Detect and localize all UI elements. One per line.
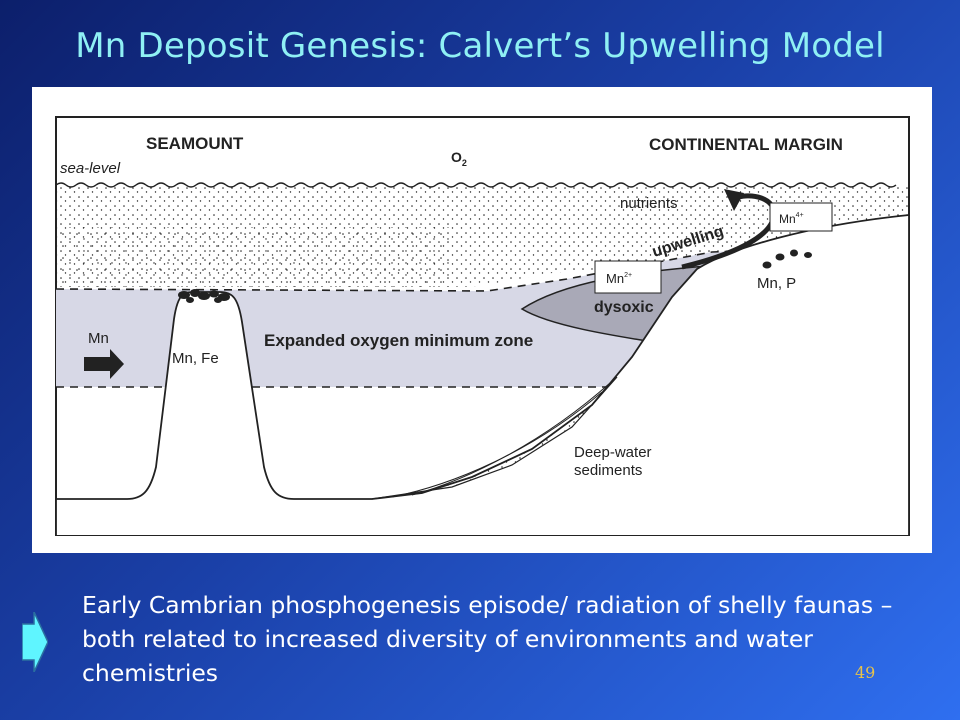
seafloor-profile xyxy=(56,214,909,535)
label-deep-water-1: Deep-water xyxy=(574,444,652,461)
label-deep-water-2: sediments xyxy=(574,462,642,479)
label-sea-level: sea-level xyxy=(60,160,121,177)
label-mn-p: Mn, P xyxy=(757,275,796,292)
surface-water-stipple-lower xyxy=(56,227,452,287)
slide-title: Mn Deposit Genesis: Calvert’s Upwelling … xyxy=(75,26,885,66)
label-continental-margin: CONTINENTAL MARGIN xyxy=(649,135,843,154)
mn2-box xyxy=(594,260,662,294)
label-mn4: Mn4+ xyxy=(779,212,804,226)
label-seamount: SEAMOUNT xyxy=(146,134,244,153)
seamount-nodules xyxy=(178,289,230,303)
label-omz: Expanded oxygen minimum zone xyxy=(264,331,533,350)
mn4-box xyxy=(769,202,833,232)
label-dysoxic: dysoxic xyxy=(594,299,654,316)
sediment-layer-line-2 xyxy=(411,382,611,496)
deep-water-sediments xyxy=(371,376,618,500)
arrow-bullet-icon xyxy=(22,612,48,672)
sea-level-line xyxy=(56,182,897,188)
label-mn2: Mn2+ xyxy=(606,271,632,286)
margin-nodules xyxy=(762,249,812,269)
label-mn-input: Mn xyxy=(88,330,109,347)
upwelling-model-diagram: SEAMOUNT CONTINENTAL MARGIN sea-level O2… xyxy=(32,87,932,553)
slide-number: 49 xyxy=(855,663,876,682)
upwelling-arrowhead xyxy=(724,189,744,211)
label-o2: O2 xyxy=(451,149,467,168)
label-nutrients: nutrients xyxy=(620,195,678,212)
label-mn-fe: Mn, Fe xyxy=(172,350,219,367)
mn-input-arrow xyxy=(84,349,124,379)
diagram-svg: SEAMOUNT CONTINENTAL MARGIN sea-level O2… xyxy=(55,116,910,536)
slide-body-text: Early Cambrian phosphogenesis episode/ r… xyxy=(82,591,893,687)
